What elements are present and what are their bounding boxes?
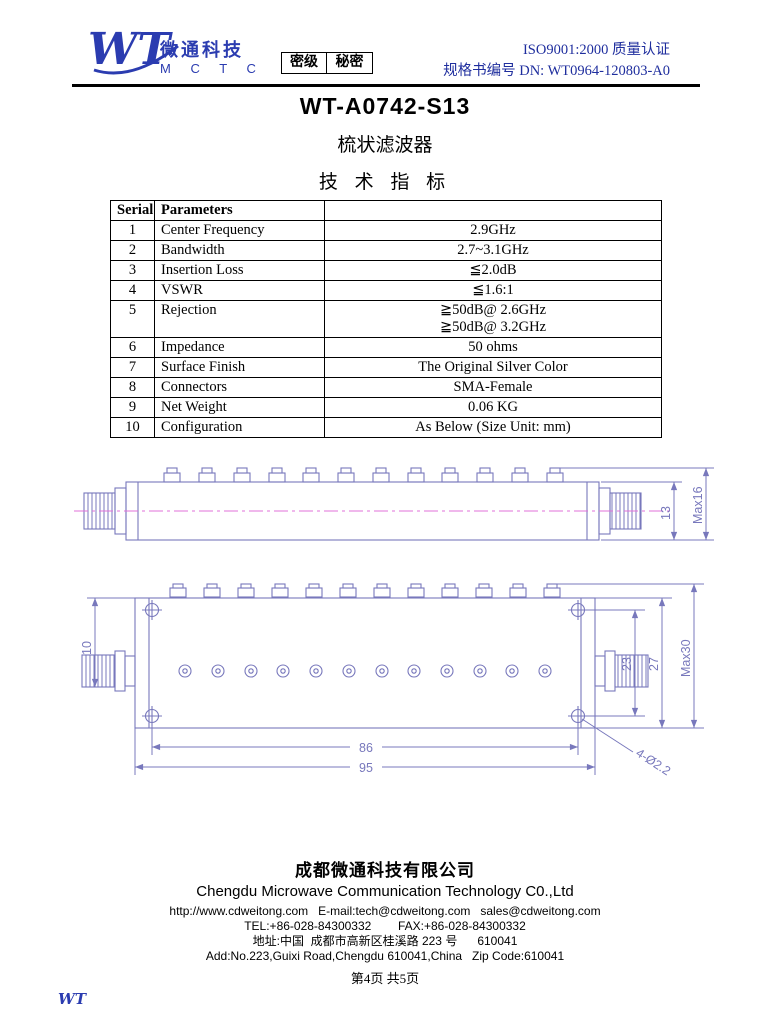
hole-callout-label: 4-Ø2.2 xyxy=(633,746,673,779)
spec-serial: 2 xyxy=(110,240,155,261)
spec-row: 10 Configuration As Below (Size Unit: mm… xyxy=(110,417,662,438)
side-view-svg: 13 Max16 xyxy=(74,467,714,541)
spec-parameter: VSWR xyxy=(154,280,325,301)
top-view-drawing: 10 23 27 Max30 86 95 4-Ø2.2 xyxy=(60,583,760,800)
iso-certification: ISO9001:2000 质量认证 xyxy=(522,42,670,58)
section-title: 技 术 指 标 xyxy=(318,172,452,193)
spec-row: 2 Bandwidth 2.7~3.1GHz xyxy=(110,240,662,261)
spec-header-value xyxy=(324,200,662,221)
footer-block: 成都微通科技有限公司 Chengdu Microwave Communicati… xyxy=(0,856,770,987)
dim-label-95: 95 xyxy=(359,761,373,775)
classification-value: 秘密 xyxy=(327,52,373,74)
spec-parameter: Net Weight xyxy=(154,397,325,418)
footer-address-en: Add:No.223,Guixi Road,Chengdu 610041,Chi… xyxy=(205,949,565,963)
spec-parameter: Impedance xyxy=(154,337,325,358)
spec-serial: 10 xyxy=(110,417,155,438)
spec-value: As Below (Size Unit: mm) xyxy=(324,417,662,438)
logo-company-cn: 微通科技 xyxy=(160,40,244,61)
spec-row: 5 Rejection ≧50dB@ 2.6GHz ≧50dB@ 3.2GHz xyxy=(110,300,662,338)
spec-serial: 5 xyxy=(110,300,155,338)
classification-label: 密级 xyxy=(281,52,327,74)
spec-row: 6 Impedance 50 ohms xyxy=(110,337,662,358)
spec-value-line2: ≧50dB@ 3.2GHz xyxy=(439,319,547,335)
spec-parameter: Rejection xyxy=(154,300,325,338)
dim-label-86: 86 xyxy=(359,741,373,755)
dim-label-13: 13 xyxy=(659,506,673,520)
side-view-dimensions xyxy=(560,467,714,541)
spec-value: 50 ohms xyxy=(324,337,662,358)
spec-value: The Original Silver Color xyxy=(324,357,662,378)
top-view-body xyxy=(81,583,649,729)
dim-label-27: 27 xyxy=(647,657,661,671)
footer-web-email: http://www.cdweitong.com E-mail:tech@cdw… xyxy=(169,904,601,918)
footer-company-cn: 成都微通科技有限公司 xyxy=(295,861,475,880)
spec-row: 3 Insertion Loss ≦2.0dB xyxy=(110,260,662,281)
dim-label-10: 10 xyxy=(80,641,94,655)
spec-serial: 1 xyxy=(110,220,155,241)
logo-swoosh-icon xyxy=(93,44,179,75)
spec-header-row: Serial Parameters xyxy=(110,200,662,221)
spec-parameter: Insertion Loss xyxy=(154,260,325,281)
spec-header-parameters: Parameters xyxy=(154,200,325,221)
top-view-svg: 10 23 27 Max30 86 95 4-Ø2.2 xyxy=(80,583,704,779)
spec-serial: 6 xyxy=(110,337,155,358)
doc-number: 规格书编号 DN: WT0964-120803-A0 xyxy=(443,63,670,79)
spec-value: ≦2.0dB xyxy=(324,260,662,281)
page-title: WT-A0742-S13 xyxy=(299,93,471,119)
corner-logo-mark: WT xyxy=(58,990,87,1008)
spec-serial: 4 xyxy=(110,280,155,301)
spec-parameter: Configuration xyxy=(154,417,325,438)
spec-serial: 8 xyxy=(110,377,155,398)
spec-value: SMA-Female xyxy=(324,377,662,398)
product-name: 梳状滤波器 xyxy=(337,135,433,156)
footer-company-en: Chengdu Microwave Communication Technolo… xyxy=(196,883,574,900)
spec-value: 0.06 KG xyxy=(324,397,662,418)
side-view-body xyxy=(83,467,642,541)
spec-serial: 3 xyxy=(110,260,155,281)
header-right-block: ISO9001:2000 质量认证 规格书编号 DN: WT0964-12080… xyxy=(390,40,670,82)
spec-value-line1: ≧50dB@ 2.6GHz xyxy=(439,302,547,318)
page-number: 第4页 共5页 xyxy=(350,971,420,986)
header-divider xyxy=(72,84,700,87)
spec-parameter: Center Frequency xyxy=(154,220,325,241)
spec-value: ≧50dB@ 2.6GHz ≧50dB@ 3.2GHz xyxy=(324,300,662,338)
spec-value: 2.7~3.1GHz xyxy=(324,240,662,261)
company-logo: WT xyxy=(88,24,171,75)
footer-address-cn: 地址:中国 成都市高新区桂溪路 223 号 610041 xyxy=(252,934,518,948)
spec-row: 1 Center Frequency 2.9GHz xyxy=(110,220,662,241)
spec-table: Serial Parameters 1 Center Frequency 2.9… xyxy=(110,200,662,438)
spec-parameter: Bandwidth xyxy=(154,240,325,261)
classification-box: 密级 秘密 xyxy=(281,52,373,74)
logo-mctc: M C T C xyxy=(160,61,264,76)
footer-tel-fax: TEL:+86-028-84300332 FAX:+86-028-8430033… xyxy=(244,919,526,933)
spec-row: 9 Net Weight 0.06 KG xyxy=(110,397,662,418)
dim-label-23: 23 xyxy=(620,657,634,671)
spec-parameter: Connectors xyxy=(154,377,325,398)
dim-label-max30: Max30 xyxy=(679,639,693,677)
spec-value: 2.9GHz xyxy=(324,220,662,241)
spec-row: 8 Connectors SMA-Female xyxy=(110,377,662,398)
spec-header-serial: Serial xyxy=(110,200,155,221)
spec-serial: 7 xyxy=(110,357,155,378)
top-view-dimensions xyxy=(87,583,704,775)
spec-value: ≦1.6:1 xyxy=(324,280,662,301)
spec-parameter: Surface Finish xyxy=(154,357,325,378)
spec-row: 7 Surface Finish The Original Silver Col… xyxy=(110,357,662,378)
dim-label-max16: Max16 xyxy=(691,486,705,524)
spec-row: 4 VSWR ≦1.6:1 xyxy=(110,280,662,301)
spec-serial: 9 xyxy=(110,397,155,418)
side-view-drawing: 13 Max16 xyxy=(70,460,730,577)
